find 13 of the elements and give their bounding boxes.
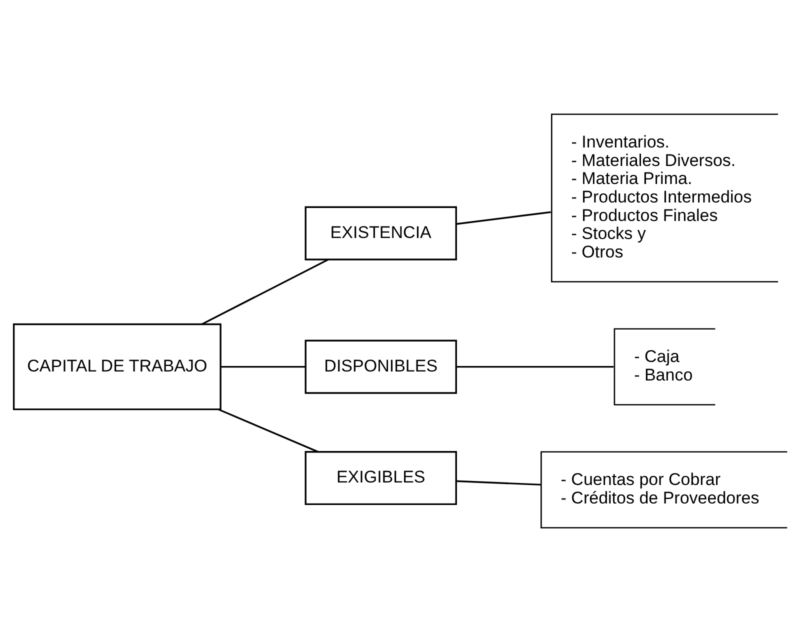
connector — [201, 258, 328, 324]
node-text: - Caja - Banco — [634, 346, 693, 384]
connector — [456, 365, 614, 368]
connector — [218, 408, 318, 452]
node-text: - Inventarios. - Materiales Diversos. - Materia Prima. - Productos Intermedios - Productos Finales - Stocks y - Otros — [571, 132, 752, 261]
node-box: CAPITAL DE TRABAJO — [12, 322, 222, 410]
node-text: - Cuentas por Cobrar - Créditos de Proveedores — [560, 470, 760, 507]
connector — [220, 365, 306, 368]
node-box: EXISTENCIA — [304, 206, 457, 260]
node-box: DISPONIBLES — [304, 339, 457, 394]
node-box: EXIGIBLES — [304, 450, 457, 505]
connector — [456, 480, 542, 486]
connector — [456, 210, 551, 224]
